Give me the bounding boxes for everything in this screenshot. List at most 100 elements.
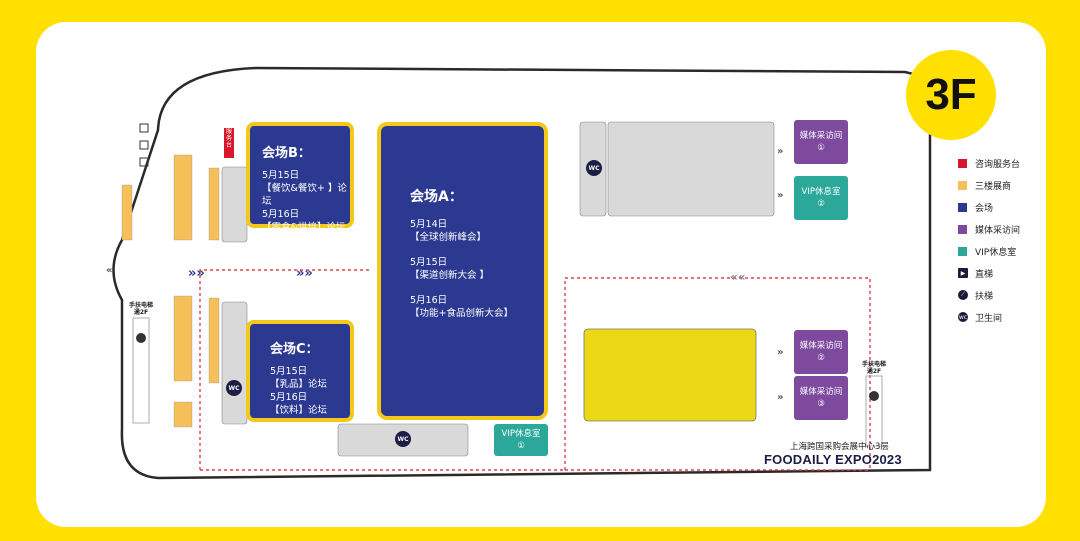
escalator-icon bbox=[869, 391, 879, 401]
legend-label: 三楼展商 bbox=[975, 181, 1012, 192]
venue-b-area bbox=[246, 122, 354, 228]
venue-b-line: 5月16日 bbox=[262, 209, 300, 220]
restroom-icon[interactable]: WC bbox=[226, 380, 242, 396]
venue-b-line: 5月15日 bbox=[262, 170, 300, 181]
venue-b-schedule: 5月15日 【餐饮&餐饮+ 】论坛 5月16日 【零食&烘焙】论坛 bbox=[262, 169, 350, 234]
legend-label: 媒体采访间 bbox=[975, 225, 1021, 236]
legend-item: 媒体采访间 bbox=[958, 218, 1040, 240]
legend-item: ⟋ 扶梯 bbox=[958, 284, 1040, 306]
elevator-icon: ▶ bbox=[958, 268, 968, 278]
venue-swatch bbox=[958, 202, 967, 212]
event-logo: FOODAILY EXPO2023 bbox=[764, 452, 902, 467]
escalator-left bbox=[132, 317, 150, 424]
venue-a-area bbox=[377, 122, 548, 420]
gray-blocks bbox=[221, 121, 775, 457]
venue-name: 上海跨国采购会展中心3层 bbox=[790, 442, 889, 452]
media-room-label: 媒体采访间 bbox=[799, 387, 843, 397]
service-desk-swatch bbox=[958, 158, 967, 168]
elevator-icon bbox=[139, 123, 149, 133]
venue-b-line: 【零食&烘焙】论坛 bbox=[262, 222, 346, 233]
restroom-icon[interactable]: WC bbox=[395, 431, 411, 447]
escalator-left-label: 手扶电梯 通2F bbox=[125, 302, 157, 316]
direction-arrows: »» »» « «« » » » » bbox=[106, 146, 783, 403]
escalator-right-line2: 通2F bbox=[866, 368, 882, 375]
venue-a-line: 【渠道创新大会 】 bbox=[410, 270, 490, 281]
legend-label: VIP休息室 bbox=[975, 247, 1017, 258]
service-desk-block bbox=[224, 128, 234, 158]
venue-c-area bbox=[246, 320, 354, 422]
legend-label: 卫生间 bbox=[975, 313, 1003, 324]
venue-b[interactable]: 会场B： 5月15日 【餐饮&餐饮+ 】论坛 5月16日 【零食&烘焙】论坛 bbox=[262, 142, 350, 234]
venue-b-line: 【餐饮&餐饮+ 】论坛 bbox=[262, 183, 347, 207]
venue-a-schedule: 5月14日 【全球创新峰会】 5月15日 【渠道创新大会 】 5月16日 【功能… bbox=[410, 218, 542, 320]
exhibitor-swatch bbox=[958, 180, 967, 190]
media-room-2[interactable]: 媒体采访间 ② bbox=[794, 330, 848, 374]
restroom-icon: wc bbox=[958, 312, 968, 322]
escalator-left-line1: 手扶电梯 bbox=[128, 302, 153, 309]
svg-text:«: « bbox=[106, 265, 112, 276]
escalator-right bbox=[865, 375, 883, 447]
legend-label: 直梯 bbox=[975, 269, 994, 280]
venue-a[interactable]: 会场A： 5月14日 【全球创新峰会】 5月15日 【渠道创新大会 】 5月16… bbox=[410, 186, 542, 320]
vip-room-number: ② bbox=[817, 199, 825, 209]
venue-c-schedule: 5月15日 【乳品】论坛 5月16日 【饮料】论坛 bbox=[270, 365, 350, 417]
escalator-left-line2: 通2F bbox=[133, 309, 149, 316]
legend-item: ▶ 直梯 bbox=[958, 262, 1040, 284]
legend: 咨询服务台 三楼展商 会场 媒体采访间 VIP休息室 ▶ 直梯 ⟋ 扶梯 wc 卫生间 bbox=[958, 152, 1040, 328]
media-room-3[interactable]: 媒体采访间 ③ bbox=[794, 376, 848, 420]
legend-item: VIP休息室 bbox=[958, 240, 1040, 262]
venue-c-line: 5月15日 bbox=[270, 366, 308, 377]
floor-outline bbox=[112, 66, 932, 480]
venue-c-title: 会场C： bbox=[270, 342, 319, 357]
venue-a-line: 【全球创新峰会】 bbox=[410, 232, 487, 243]
vip-room-1[interactable]: VIP休息室 ① bbox=[494, 424, 548, 456]
vip-room-number: ① bbox=[517, 441, 525, 451]
media-room-label: 媒体采访间 bbox=[799, 131, 843, 141]
media-room-number: ③ bbox=[817, 399, 825, 409]
legend-label: 会场 bbox=[975, 203, 994, 214]
booth-cluster-left bbox=[121, 154, 220, 428]
vip-room-label: VIP休息室 bbox=[801, 187, 841, 197]
media-room-number: ① bbox=[817, 143, 825, 153]
venue-a-line: 5月15日 bbox=[410, 257, 448, 268]
escalator-right-line1: 手扶电梯 bbox=[861, 361, 886, 368]
vip-swatch bbox=[958, 246, 967, 256]
legend-label: 扶梯 bbox=[975, 291, 994, 302]
svg-text:««: «« bbox=[730, 270, 746, 284]
venue-b-title: 会场B： bbox=[262, 146, 311, 161]
elevator-icon-group bbox=[139, 123, 149, 167]
feature-area bbox=[583, 328, 757, 422]
venue-c-line: 【饮料】论坛 bbox=[270, 405, 328, 416]
venue-c-line: 【乳品】论坛 bbox=[270, 379, 328, 390]
svg-text:»: » bbox=[777, 347, 783, 358]
venue-a-line: 5月14日 bbox=[410, 219, 448, 230]
svg-text:»»: »» bbox=[296, 266, 313, 281]
route-path bbox=[199, 269, 871, 471]
media-swatch bbox=[958, 224, 967, 234]
venue-c[interactable]: 会场C： 5月15日 【乳品】论坛 5月16日 【饮料】论坛 bbox=[270, 338, 350, 417]
escalator-icon bbox=[136, 333, 146, 343]
escalator-right-label: 手扶电梯 通2F bbox=[858, 361, 890, 375]
svg-text:»: » bbox=[777, 190, 783, 201]
floor-badge: 3F bbox=[906, 50, 996, 140]
media-room-label: 媒体采访间 bbox=[799, 341, 843, 351]
venue-a-title: 会场A： bbox=[410, 189, 463, 205]
elevator-icon bbox=[139, 157, 149, 167]
venue-c-line: 5月16日 bbox=[270, 392, 308, 403]
svg-text:»: » bbox=[777, 146, 783, 157]
svg-text:»: » bbox=[777, 392, 783, 403]
svg-text:»»: »» bbox=[188, 266, 205, 281]
service-desk-label: 服务台 bbox=[225, 128, 232, 149]
media-room-1[interactable]: 媒体采访间 ① bbox=[794, 120, 848, 164]
media-room-number: ② bbox=[817, 353, 825, 363]
escalator-icon: ⟋ bbox=[958, 290, 968, 300]
vip-room-label: VIP休息室 bbox=[501, 429, 541, 439]
legend-item: 三楼展商 bbox=[958, 174, 1040, 196]
legend-item: 咨询服务台 bbox=[958, 152, 1040, 174]
legend-label: 咨询服务台 bbox=[975, 159, 1021, 170]
restroom-icon[interactable]: WC bbox=[586, 160, 602, 176]
elevator-icon bbox=[139, 140, 149, 150]
vip-room-2[interactable]: VIP休息室 ② bbox=[794, 176, 848, 220]
venue-a-line: 【功能+食品创新大会】 bbox=[410, 308, 513, 319]
